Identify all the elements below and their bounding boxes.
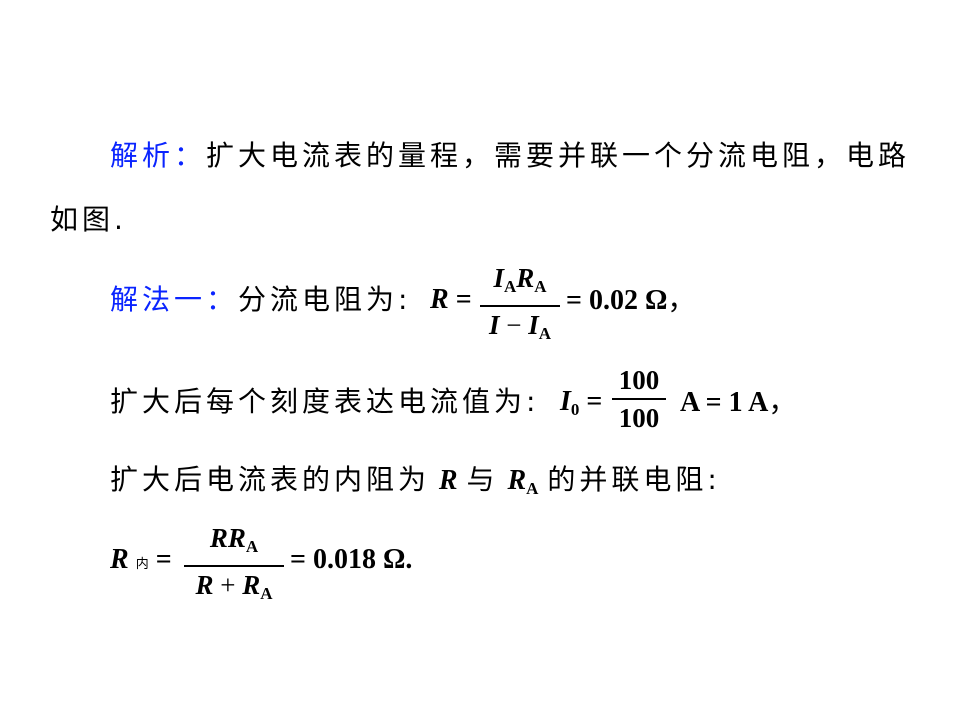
fraction-scale: 100 100 (612, 364, 666, 434)
formula-r-equals: = (455, 284, 472, 315)
formula-rin-lhs: R 内 = (110, 542, 172, 583)
internal-resistance-line: 扩大后电流表的内阻为 R 与 RA 的并联电阻: (110, 462, 721, 507)
internal-resistance-text-c: 的并联电阻: (547, 463, 721, 496)
analysis-text-line1: 扩大电流表的量程，需要并联一个分流电阻，电路 (206, 139, 911, 172)
formula-rin-value: = 0.018 Ω. (290, 544, 413, 575)
symbol-ra: RA (507, 465, 539, 498)
fraction-parallel-denominator: R + RA (195, 570, 273, 603)
formula-i0-result: A = 1 A， (680, 385, 801, 418)
method-one-label: 解法一： (110, 283, 239, 316)
symbol-r: R (438, 465, 458, 496)
fraction-denominator: I − IA (488, 310, 552, 343)
fraction-shunt-resistance: IARA I − IA (480, 262, 560, 350)
formula-r-result: = 0.02 Ω， (566, 283, 700, 316)
formula-i0-equals: = (586, 386, 603, 417)
paragraph-analysis-line2: 如图. (50, 202, 127, 238)
fraction-scale-numerator: 100 (618, 365, 660, 395)
formula-rin-subscript: 内 (135, 557, 149, 572)
formula-r-value: = 0.02 Ω (566, 285, 668, 316)
fraction-parallel-numerator: RRA (209, 523, 259, 556)
formula-r-lhs: R = (430, 282, 472, 318)
method-one-line: 解法一：分流电阻为: (110, 282, 411, 318)
formula-i0-lhs: I0 = (560, 386, 603, 419)
formula-rin-symbol: R (110, 544, 129, 575)
fraction-numerator: IARA (493, 263, 547, 296)
paragraph-analysis-line1: 解析：扩大电流表的量程，需要并联一个分流电阻，电路 (110, 138, 910, 174)
fraction-bar (480, 305, 560, 307)
formula-i0-value: A = 1 A (680, 387, 769, 418)
analysis-label: 解析： (110, 139, 207, 172)
scale-value-text: 扩大后每个刻度表达电流值为: (110, 385, 540, 418)
formula-i0-symbol: I (560, 386, 571, 417)
analysis-text-line2: 如图. (50, 203, 127, 236)
fraction-scale-bar (612, 398, 666, 400)
fraction-scale-denominator: 100 (618, 403, 660, 433)
formula-rin-result: = 0.018 Ω. (290, 542, 412, 578)
internal-resistance-text-a: 扩大后电流表的内阻为 (110, 463, 431, 496)
fraction-parallel-bar (184, 565, 284, 567)
formula-r-symbol: R (430, 284, 449, 315)
scale-value-line: 扩大后每个刻度表达电流值为: (110, 384, 539, 420)
fraction-parallel: RRA R + RA (184, 522, 284, 610)
internal-resistance-text-b: 与 (466, 463, 499, 496)
formula-rin-equals: = (155, 544, 172, 575)
method-one-text: 分流电阻为: (238, 283, 412, 316)
